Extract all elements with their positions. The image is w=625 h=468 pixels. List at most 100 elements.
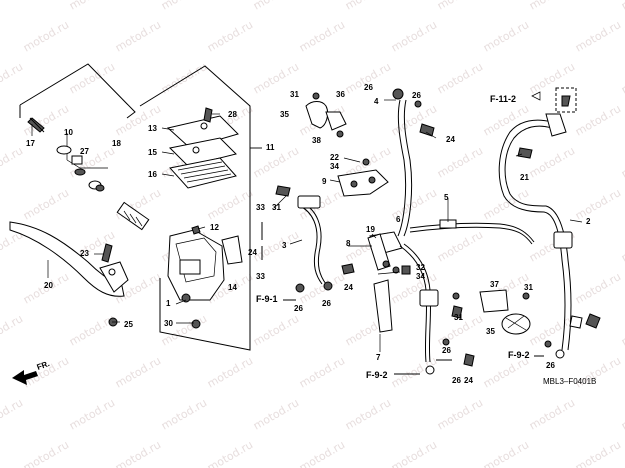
callout-23: 23 bbox=[80, 249, 89, 258]
watermark-text: motod.ru bbox=[67, 60, 117, 96]
callout-36: 36 bbox=[336, 90, 345, 99]
watermark-text: motod.ru bbox=[297, 354, 347, 390]
callout-4: 4 bbox=[374, 97, 379, 106]
watermark-text: motod.ru bbox=[0, 0, 25, 13]
watermark-text: motod.ru bbox=[21, 438, 71, 468]
watermark-text: motod.ru bbox=[527, 144, 577, 180]
watermark-text: motod.ru bbox=[619, 396, 625, 432]
watermark-text: motod.ru bbox=[435, 144, 485, 180]
callout-35b: 35 bbox=[486, 327, 495, 336]
callout-2: 2 bbox=[586, 217, 591, 226]
watermark-text: motod.ru bbox=[159, 396, 209, 432]
diaphragm bbox=[169, 157, 237, 189]
cap-plate bbox=[168, 137, 237, 167]
watermark-text: motod.ru bbox=[205, 18, 255, 54]
callout-37: 37 bbox=[490, 280, 499, 289]
callout-26c: 26 bbox=[294, 304, 303, 313]
watermark-text: motod.ru bbox=[205, 186, 255, 222]
callout-27: 27 bbox=[80, 147, 89, 156]
watermark-text: motod.ru bbox=[619, 0, 625, 13]
callout-5: 5 bbox=[444, 193, 449, 202]
watermark-text: motod.ru bbox=[205, 438, 255, 468]
watermark-text: motod.ru bbox=[389, 18, 439, 54]
callout-31c: 31 bbox=[454, 313, 463, 322]
leader-lines bbox=[31, 99, 583, 324]
callout-25: 25 bbox=[124, 320, 133, 329]
callout-13: 13 bbox=[148, 124, 157, 133]
watermark-text: motod.ru bbox=[21, 18, 71, 54]
callout-26d: 26 bbox=[322, 299, 331, 308]
callout-8: 8 bbox=[346, 239, 351, 248]
watermark-text: motod.ru bbox=[573, 186, 623, 222]
joint-bracket bbox=[337, 169, 389, 197]
watermark-text: motod.ru bbox=[435, 228, 485, 264]
watermark-text: motod.ru bbox=[113, 102, 163, 138]
watermark-text: motod.ru bbox=[619, 312, 625, 348]
watermark-text: motod.ru bbox=[527, 396, 577, 432]
callout-7: 7 bbox=[376, 353, 381, 362]
callout-33b: 33 bbox=[256, 272, 265, 281]
callout-26e: 26 bbox=[442, 346, 451, 355]
callout-31b: 31 bbox=[272, 203, 281, 212]
callout-24a: 24 bbox=[248, 248, 257, 257]
callout-19: 19 bbox=[366, 225, 375, 234]
direction-label: FR. bbox=[36, 359, 51, 372]
master-cylinder-group bbox=[9, 63, 262, 351]
watermark-text: motod.ru bbox=[527, 0, 577, 13]
watermark-text: motod.ru bbox=[619, 228, 625, 264]
callout-31a: 31 bbox=[290, 90, 299, 99]
callout-18: 18 bbox=[112, 139, 121, 148]
callout-1: 1 bbox=[166, 299, 171, 308]
callout-31d: 31 bbox=[524, 283, 533, 292]
watermark-text: motod.ru bbox=[297, 438, 347, 468]
diagram-code: MBL3–F0401B bbox=[543, 377, 596, 386]
hose-system bbox=[261, 87, 601, 375]
watermark-text: motod.ru bbox=[343, 0, 393, 13]
watermark-text: motod.ru bbox=[481, 438, 531, 468]
watermark-text: motod.ru bbox=[0, 396, 25, 432]
callout-24b: 24 bbox=[344, 283, 353, 292]
ref-f91: F-9-1 bbox=[256, 294, 278, 304]
callout-15: 15 bbox=[148, 148, 157, 157]
watermark-text: motod.ru bbox=[0, 312, 25, 348]
watermark-text: motod.ru bbox=[113, 438, 163, 468]
callout-24c: 24 bbox=[446, 135, 455, 144]
ref-f112: F-11-2 bbox=[490, 94, 516, 104]
watermark-text: motod.ru bbox=[481, 18, 531, 54]
watermark-text: motod.ru bbox=[343, 396, 393, 432]
watermark-text: motod.ru bbox=[159, 312, 209, 348]
callout-28: 28 bbox=[228, 110, 237, 119]
brake-hose-3 bbox=[299, 205, 323, 285]
watermark-text: motod.ru bbox=[67, 0, 117, 13]
callout-26g: 26 bbox=[546, 361, 555, 370]
watermark-text: motod.ru bbox=[0, 144, 25, 180]
callout-33a: 33 bbox=[256, 203, 265, 212]
watermark-text: motod.ru bbox=[481, 102, 531, 138]
callout-12: 12 bbox=[210, 223, 219, 232]
callout-24d: 24 bbox=[464, 376, 473, 385]
callout-20: 20 bbox=[44, 281, 53, 290]
brake-lever bbox=[9, 221, 125, 297]
watermark-text: motod.ru bbox=[573, 102, 623, 138]
front-direction-arrow bbox=[12, 370, 38, 385]
brake-hose-2 bbox=[498, 119, 566, 351]
reference-labels: F-9-1F-9-2F-9-2F-11-2 bbox=[256, 94, 530, 380]
watermark-text: motod.ru bbox=[619, 144, 625, 180]
watermark-text: motod.ru bbox=[619, 60, 625, 96]
watermark-text: motod.ru bbox=[0, 60, 25, 96]
callout-6: 6 bbox=[396, 215, 401, 224]
watermark-text: motod.ru bbox=[251, 396, 301, 432]
watermark-text: motod.ru bbox=[251, 312, 301, 348]
callout-26b: 26 bbox=[412, 91, 421, 100]
watermark-text: motod.ru bbox=[21, 186, 71, 222]
callout-30: 30 bbox=[164, 319, 173, 328]
callout-16: 16 bbox=[148, 170, 157, 179]
watermark-text: motod.ru bbox=[297, 18, 347, 54]
watermark-text: motod.ru bbox=[251, 144, 301, 180]
watermark-text: motod.ru bbox=[205, 354, 255, 390]
watermark-text: motod.ru bbox=[67, 396, 117, 432]
